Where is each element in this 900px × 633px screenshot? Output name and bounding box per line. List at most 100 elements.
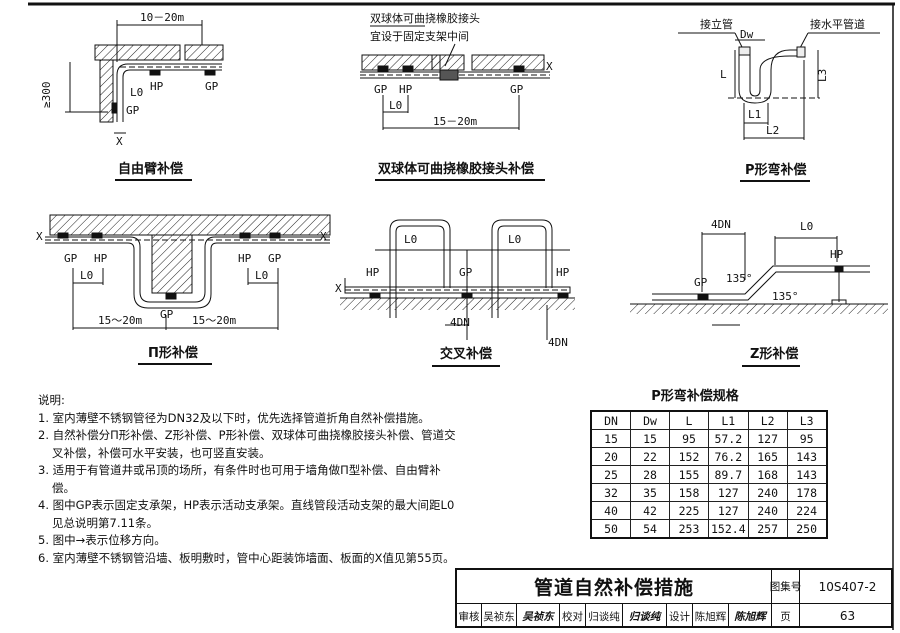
note-item: 5. 图中→表示位移方向。: [38, 533, 166, 547]
header-cell: Dw: [630, 410, 670, 430]
pi-l0-left-label: L0: [80, 269, 93, 282]
free-arm-diagram: [65, 20, 224, 134]
table-cell: 32: [590, 483, 631, 502]
designer-name: 陈旭辉: [693, 604, 729, 628]
drawing-title: 管道自然补偿措施: [457, 570, 772, 603]
page-label: 页: [772, 604, 800, 628]
table-cell: 240: [747, 483, 788, 502]
cross-hp-right-label: HP: [556, 266, 570, 279]
table-cell: 95: [786, 429, 828, 448]
free-arm-span-label: 10－20m: [140, 11, 184, 24]
table-cell: 225: [669, 501, 709, 520]
p-bend-l-label: L: [720, 68, 727, 81]
pi-span-left-label: 15～20m: [98, 314, 142, 327]
double-ball-gp2-label: GP: [510, 83, 524, 96]
pi-l0-right-label: L0: [255, 269, 268, 282]
pi-x-right-label: X: [320, 230, 327, 243]
p-bend-horizontal-label: 接水平管道: [810, 17, 865, 31]
spec-table-title: P形弯补偿规格: [651, 389, 739, 404]
check-label: 校对: [560, 604, 586, 628]
table-cell: 127: [708, 501, 749, 520]
pi-hp-left-label: HP: [94, 252, 108, 265]
free-arm-gp2-label: GP: [126, 104, 140, 117]
table-cell: 158: [669, 483, 709, 502]
double-ball-x-label: X: [546, 60, 553, 73]
cross-diagram: [340, 219, 575, 340]
p-bend-l1-label: L1: [748, 108, 761, 121]
note-item: 6. 室内薄壁不锈钢管沿墙、板明敷时，管中心距装饰墙面、板面的X值见第55页。: [38, 550, 455, 565]
z-l0-label: L0: [800, 220, 813, 233]
double-ball-diagram: [360, 25, 550, 130]
table-cell: 20: [590, 447, 631, 466]
table-cell: 168: [747, 465, 788, 484]
p-bend-riser-label: 接立管: [700, 17, 733, 31]
header-cell: L: [669, 410, 709, 430]
note-item: 2. 自然补偿分Π形补偿、Z形补偿、P形补偿、双球体可曲挠橡胶接头补偿、管道交叉…: [38, 428, 456, 460]
table-cell: 35: [630, 483, 670, 502]
table-cell: 253: [669, 519, 709, 539]
table-cell: 165: [747, 447, 788, 466]
table-header-row: DN Dw L L1 L2 L3: [590, 410, 828, 430]
p-bend-l3-label: L3: [816, 69, 829, 82]
atlas-label: 图集号: [770, 570, 801, 603]
table-cell: 40: [590, 501, 631, 520]
p-bend-title: P形弯补偿: [745, 162, 807, 178]
notes-heading: 说明:: [38, 393, 65, 407]
cross-4dn-b-label: 4DN: [548, 336, 568, 349]
page-number: 63: [839, 609, 856, 623]
z-hp-label: HP: [830, 248, 844, 261]
atlas-number: 10S407-2: [818, 579, 877, 594]
double-ball-title: 双球体可曲挠橡胶接头补偿: [378, 161, 534, 177]
reviewer-signature: 吴祯东: [517, 604, 560, 628]
cross-x-label: X: [335, 282, 342, 295]
z-angle1-label: 135°: [726, 272, 753, 285]
cross-hp-left-label: HP: [366, 266, 380, 279]
table-cell: 15: [630, 429, 670, 448]
double-ball-span-label: 15－20m: [433, 115, 477, 128]
table-cell: 143: [786, 447, 828, 466]
pi-x-left-label: X: [36, 230, 43, 243]
notes: 说明: 1. 室内薄壁不锈钢管径为DN32及以下时，优先选择管道折角自然补偿措施…: [38, 392, 463, 567]
table-cell: 143: [786, 465, 828, 484]
z-gp-label: GP: [694, 276, 708, 289]
pi-shape-diagram: [45, 214, 331, 330]
table-cell: 89.7: [708, 465, 749, 484]
cross-l0-b-label: L0: [508, 233, 521, 246]
z-angle2-label: 135°: [772, 290, 799, 303]
table-cell: 22: [630, 447, 670, 466]
header-cell: L3: [786, 410, 828, 430]
table-cell: 224: [786, 501, 828, 520]
pi-span-right-label: 15～20m: [192, 314, 236, 327]
pi-gp-mid-label: GP: [160, 308, 174, 321]
note-item: 4. 图中GP表示固定支承架，HP表示活动支承架。直线管段活动支架的最大间距L0…: [38, 498, 455, 530]
header-cell: L2: [747, 410, 788, 430]
table-cell: 28: [630, 465, 670, 484]
table-cell: 57.2: [708, 429, 749, 448]
table-cell: 127: [708, 483, 749, 502]
pi-hp-right-label: HP: [238, 252, 252, 265]
z-shape-title: Z形补偿: [750, 346, 798, 362]
cross-gp-label: GP: [459, 266, 473, 279]
double-ball-hp-label: HP: [399, 83, 413, 96]
p-bend-dw-label: Dw: [740, 28, 754, 41]
note-item: 1. 室内薄壁不锈钢管径为DN32及以下时，优先选择管道折角自然补偿措施。: [38, 410, 430, 425]
table-cell: 95: [669, 429, 709, 448]
cross-title: 交叉补偿: [440, 346, 492, 362]
free-arm-gp-label: GP: [205, 80, 219, 93]
free-arm-title: 自由臂补偿: [118, 161, 183, 177]
table-cell: 257: [747, 519, 788, 539]
table-cell: 152.4: [708, 519, 749, 539]
table-cell: 42: [630, 501, 670, 520]
table-cell: 76.2: [708, 447, 749, 466]
design-label: 设计: [667, 604, 693, 628]
free-arm-l0-label: L0: [130, 86, 143, 99]
p-bend-diagram: [678, 32, 880, 140]
double-ball-callout-2: 宜设于固定支架中间: [370, 29, 469, 43]
p-bend-l2-label: L2: [766, 124, 779, 137]
